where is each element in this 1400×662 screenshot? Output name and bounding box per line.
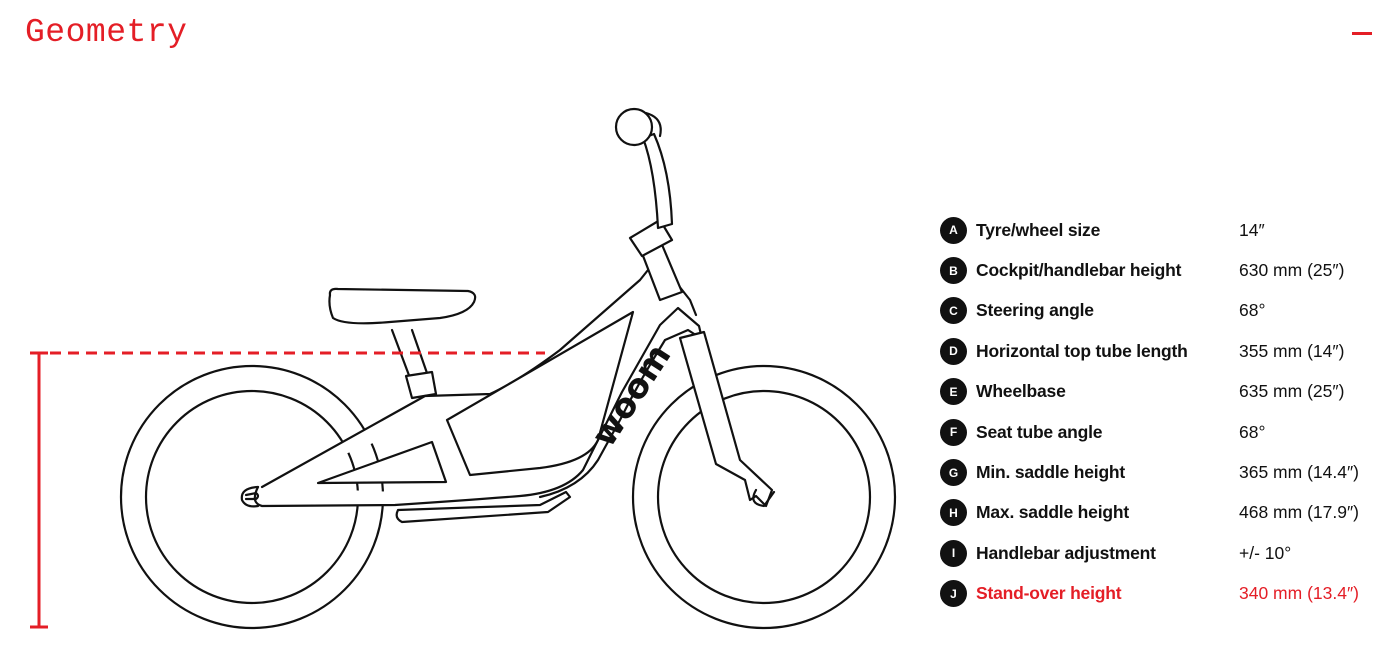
spec-label: Min. saddle height <box>976 462 1126 483</box>
spec-label: Stand-over height <box>976 583 1122 604</box>
rear-dropout <box>240 485 260 508</box>
spec-row-top-tube-length: D Horizontal top tube length 355 mm (14″… <box>940 331 1380 371</box>
spec-row-cockpit-height: B Cockpit/handlebar height 630 mm (25″) <box>940 250 1380 290</box>
spec-value: 355 mm (14″) <box>1239 340 1345 361</box>
stand-over-height-marker <box>30 351 545 629</box>
saddle <box>328 287 477 325</box>
spec-label: Steering angle <box>976 300 1094 321</box>
spec-row-min-saddle-height: G Min. saddle height 365 mm (14.4″) <box>940 452 1380 492</box>
spec-letter-badge: C <box>940 297 967 325</box>
spec-row-stand-over-height: J Stand-over height 340 mm (13.4″) <box>940 574 1380 614</box>
spec-label: Max. saddle height <box>976 502 1129 523</box>
spec-label: Horizontal top tube length <box>976 340 1188 361</box>
spec-letter-badge: D <box>940 337 967 365</box>
frame-window-upper <box>445 310 635 477</box>
spec-row-tyre-wheel-size: A Tyre/wheel size 14″ <box>940 210 1380 250</box>
spec-value: 68° <box>1239 421 1266 442</box>
spec-row-steering-angle: C Steering angle 68° <box>940 291 1380 331</box>
spec-value: 340 mm (13.4″) <box>1239 583 1359 604</box>
spec-value: 635 mm (25″) <box>1239 381 1345 402</box>
rear-axle-hook <box>244 491 260 501</box>
geometry-spec-list: A Tyre/wheel size 14″ B Cockpit/handleba… <box>940 210 1380 614</box>
spec-letter-badge: A <box>940 216 967 244</box>
front-tyre-outer <box>631 364 897 630</box>
spec-letter-badge: G <box>940 459 967 487</box>
fork <box>678 330 774 508</box>
frame-window-lower <box>316 440 448 485</box>
spec-label: Seat tube angle <box>976 421 1103 442</box>
bike-geometry-drawing: woom <box>30 107 897 630</box>
handlebar-grip <box>614 107 654 147</box>
collapse-minus-icon[interactable] <box>1352 32 1372 35</box>
spec-value: +/- 10° <box>1239 542 1292 563</box>
front-tyre-inner <box>656 389 872 605</box>
stem-clamp <box>628 218 674 258</box>
grip-end <box>644 111 662 138</box>
handlebar-stem <box>641 132 674 230</box>
spec-label: Wheelbase <box>976 381 1066 402</box>
spec-letter-badge: B <box>940 257 967 285</box>
spec-letter-badge: I <box>940 539 967 567</box>
spec-row-seat-tube-angle: F Seat tube angle 68° <box>940 412 1380 452</box>
footrest <box>395 490 572 524</box>
section-title: Geometry <box>25 14 188 51</box>
spec-label: Handlebar adjustment <box>976 542 1156 563</box>
spec-value: 68° <box>1239 300 1266 321</box>
spec-letter-badge: F <box>940 418 967 446</box>
spec-value: 630 mm (25″) <box>1239 260 1345 281</box>
spec-value: 14″ <box>1239 219 1265 240</box>
spec-row-max-saddle-height: H Max. saddle height 468 mm (17.9″) <box>940 493 1380 533</box>
spec-value: 365 mm (14.4″) <box>1239 462 1359 483</box>
spec-letter-badge: H <box>940 499 967 527</box>
seat-clamp <box>404 370 438 400</box>
spec-row-handlebar-adjustment: I Handlebar adjustment +/- 10° <box>940 533 1380 573</box>
spec-label: Tyre/wheel size <box>976 219 1101 240</box>
spec-letter-badge: J <box>940 580 967 608</box>
spec-value: 468 mm (17.9″) <box>1239 502 1359 523</box>
fork-tip <box>752 488 776 508</box>
spec-letter-badge: E <box>940 378 967 406</box>
spec-row-wheelbase: E Wheelbase 635 mm (25″) <box>940 372 1380 412</box>
spec-label: Cockpit/handlebar height <box>976 260 1182 281</box>
